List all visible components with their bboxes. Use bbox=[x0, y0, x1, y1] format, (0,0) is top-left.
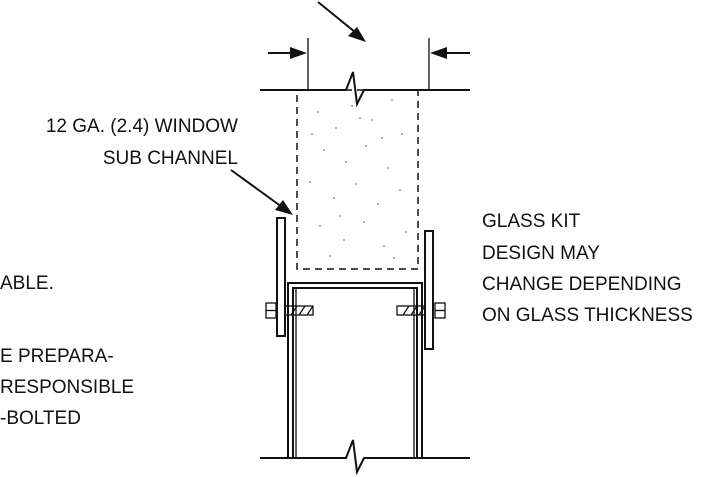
bolt-right bbox=[396, 302, 446, 319]
left-note-line4: -BOLTED bbox=[0, 408, 81, 429]
window-sub-channel bbox=[287, 282, 423, 458]
dimension-arrow-right bbox=[430, 47, 470, 59]
sub-channel-label-line1: 12 GA. (2.4) WINDOW bbox=[46, 116, 238, 137]
glass-pane bbox=[296, 89, 419, 270]
dimension-arrow-left bbox=[268, 47, 307, 59]
glass-kit-note-line3: CHANGE DEPENDING bbox=[482, 274, 682, 295]
glass-kit-note-line4: ON GLASS THICKNESS bbox=[482, 305, 693, 326]
glass-stop-plate-left bbox=[276, 217, 286, 337]
sub-channel-leader-arrow bbox=[230, 169, 293, 215]
left-note-line2: E PREPARA- bbox=[0, 346, 114, 367]
top-leader-arrow bbox=[317, 1, 366, 42]
glass-stop-plate-right bbox=[424, 230, 434, 350]
glass-kit-note-line1: GLASS KIT bbox=[482, 211, 581, 232]
left-note-line3: RESPONSIBLE bbox=[0, 377, 134, 398]
top-break-line bbox=[260, 71, 470, 108]
bottom-break-line bbox=[260, 439, 470, 476]
glass-stipple bbox=[309, 99, 407, 259]
left-note-line1: ABLE. bbox=[0, 273, 54, 294]
glass-kit-note-line2: DESIGN MAY bbox=[482, 243, 600, 264]
bolt-left bbox=[265, 302, 314, 319]
sub-channel-label-line2: SUB CHANNEL bbox=[103, 148, 238, 169]
